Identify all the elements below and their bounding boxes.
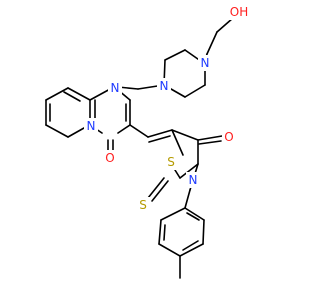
atom-label-n-bridge: N <box>84 118 98 134</box>
atom-label-n-bottom: N <box>157 78 171 94</box>
molecule-svg: OH N N N N O S O <box>45 4 249 279</box>
nitrogen-thiazolidine-label: N <box>189 173 198 187</box>
oxygen-ketone-left-label: O <box>105 151 114 165</box>
sulfur-thione-label: S <box>139 198 147 212</box>
ketone-right <box>197 135 223 145</box>
oxygen-ketone-right-label: O <box>224 130 233 144</box>
atom-label-o-right: O <box>222 129 236 145</box>
oxygen-hydroxyl-label: OH <box>230 5 248 19</box>
nitrogen-piperazine-top-label: N <box>201 56 210 70</box>
atom-label-n-pyrimidine: N <box>108 80 122 96</box>
atom-label-n-top: N <box>198 55 212 71</box>
atom-label-n-thiazolidine: N <box>186 172 200 188</box>
nitrogen-piperazine-bottom-label: N <box>160 79 169 93</box>
toluene-ring <box>158 207 205 279</box>
hydroxyethyl-chain <box>204 17 234 61</box>
molecule-structure: OH N N N N O S O <box>45 4 249 279</box>
atom-label-o-left: O <box>103 150 117 166</box>
sulfur-ring-label: S <box>167 155 175 169</box>
thiazolidine-ring <box>169 129 199 179</box>
nitrogen-pyrimidine-label: N <box>111 81 120 95</box>
nitrogen-bridgehead-label: N <box>87 119 96 133</box>
methine-bridge <box>129 124 173 143</box>
pyridine-ring <box>45 87 91 138</box>
atom-label-s-thione: S <box>136 197 150 213</box>
thione-bond <box>147 177 169 202</box>
atom-label-s-ring: S <box>164 154 178 170</box>
atom-label-oh: OH <box>229 4 249 20</box>
